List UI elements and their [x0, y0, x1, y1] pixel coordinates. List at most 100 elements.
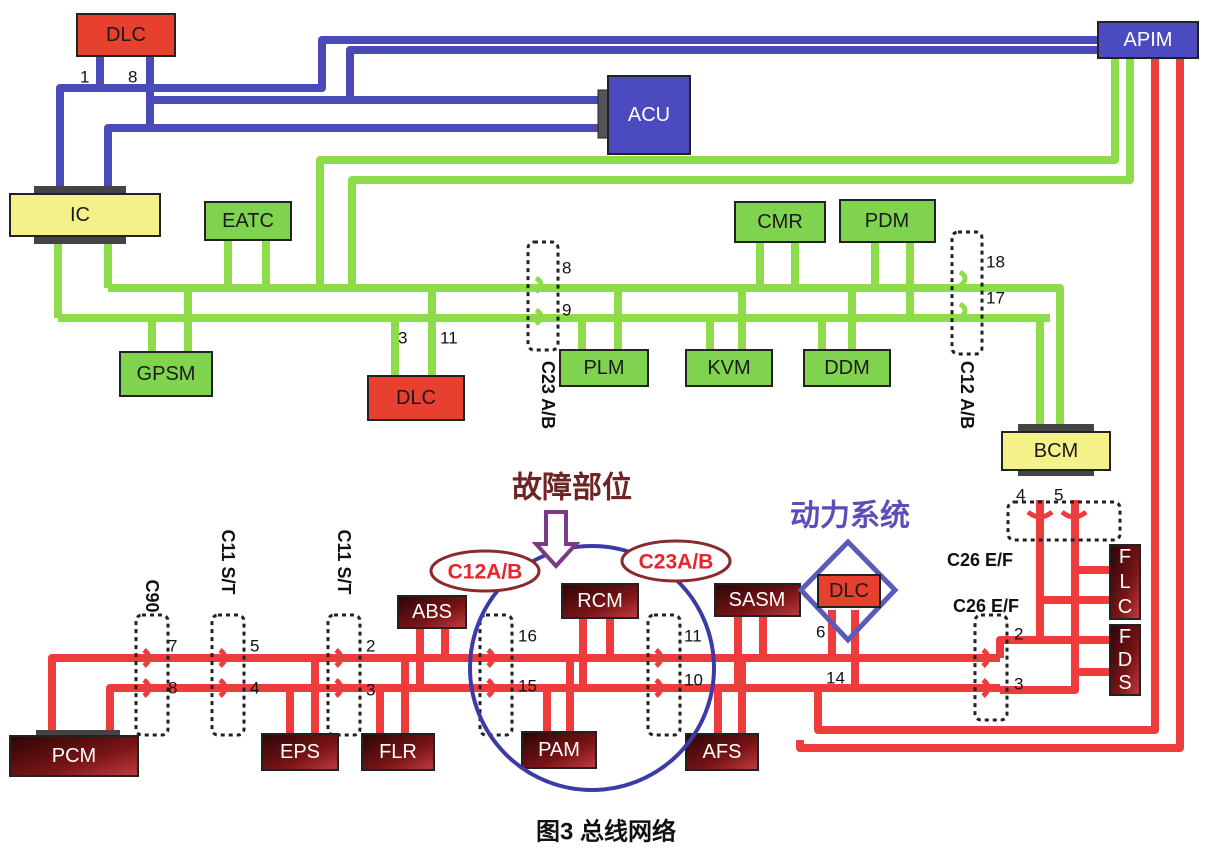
module-apim: APIM	[1097, 21, 1199, 59]
pin-c26-3: 3	[1014, 675, 1023, 694]
fault-tag-c23ab	[620, 539, 732, 583]
module-flc-label-2: C	[1118, 596, 1132, 618]
module-eps: EPS	[261, 733, 339, 771]
connector-c23ab-box	[526, 240, 560, 352]
green-bus	[54, 58, 1134, 430]
pin-c11b-3: 3	[366, 681, 375, 700]
module-flr-label: FLR	[379, 741, 417, 763]
connector-c12ab-label: C12 A/B	[957, 361, 977, 429]
connector-boxes	[134, 230, 1122, 737]
module-dlc-top-label: DLC	[106, 24, 146, 46]
pin-c11a-4: 4	[250, 679, 259, 698]
fault-circle	[468, 544, 716, 792]
module-flc-label-1: L	[1119, 571, 1130, 593]
connector-c23low-box	[646, 613, 682, 737]
module-pcm-label: PCM	[52, 745, 96, 767]
connector-c11st-a-label: C11 S/T	[218, 529, 238, 594]
pin-c12low-15: 15	[518, 677, 537, 696]
pin-numbers: 1 8 8 9 3 11 18 17 4 5 7 8 5 4 2 3 16 15…	[80, 68, 1063, 700]
pin-bcm-5: 5	[1054, 486, 1063, 505]
pin-c23-9: 9	[562, 301, 571, 320]
module-flr: FLR	[361, 733, 435, 771]
fault-tag-c23ab-label: C23A/B	[639, 551, 714, 574]
module-flc: F L C	[1109, 544, 1141, 620]
module-eps-label: EPS	[280, 741, 320, 763]
modules: DLC APIM ACU IC EATC CMR	[9, 13, 1199, 777]
module-abs: ABS	[397, 595, 467, 629]
module-cmr: CMR	[734, 201, 826, 243]
connector-c12low-box	[478, 613, 514, 737]
module-dlc-mid: DLC	[367, 375, 465, 421]
connector-c26ef-a-label: C26 E/F	[947, 550, 1013, 570]
module-pcm: PCM	[9, 730, 139, 777]
connector-c26ef-b-label: C26 E/F	[953, 596, 1019, 616]
module-fds-label-2: S	[1118, 672, 1131, 694]
connector-arcs	[142, 269, 1088, 698]
module-acu: ACU	[597, 75, 691, 155]
pin-dlc-mid-11: 11	[440, 329, 458, 348]
fault-tag-c12ab	[429, 549, 541, 593]
module-gpsm: GPSM	[119, 351, 213, 397]
module-pdm-label: PDM	[865, 210, 909, 232]
blue-bus	[56, 36, 1110, 190]
pin-c12low-16: 16	[518, 627, 537, 646]
connector-c12ab-box	[950, 230, 984, 356]
module-dlc-low: DLC	[797, 538, 899, 644]
module-plm: PLM	[559, 349, 649, 387]
pin-dlc-top-8: 8	[128, 68, 137, 87]
fault-highlight: C12A/B C23A/B 故障部位 动力系统	[429, 471, 910, 792]
module-fds-label-1: D	[1118, 649, 1132, 671]
connector-c11st-a-box	[210, 613, 246, 737]
module-cmr-label: CMR	[757, 211, 803, 233]
module-fds-label-0: F	[1119, 626, 1131, 648]
module-ddm: DDM	[803, 349, 891, 387]
figure-caption: 图3 总线网络	[536, 818, 676, 846]
module-plm-label: PLM	[583, 357, 624, 379]
connector-c26-box	[973, 613, 1009, 722]
pin-c90-7: 7	[168, 637, 177, 656]
pin-c12-18: 18	[986, 253, 1005, 272]
module-sasm: SASM	[714, 583, 801, 617]
module-dlc-low-label: DLC	[829, 580, 869, 602]
module-bcm-label: BCM	[1034, 440, 1078, 462]
connector-c11st-b-box	[326, 613, 362, 737]
module-afs: AFS	[685, 733, 759, 771]
module-rcm-label: RCM	[577, 590, 623, 612]
module-rcm: RCM	[561, 583, 639, 619]
module-abs-label: ABS	[412, 601, 452, 623]
fault-tag-c12ab-label: C12A/B	[448, 561, 523, 584]
module-dlc-mid-label: DLC	[396, 387, 436, 409]
connector-c23ab-label: C23 A/B	[538, 361, 558, 429]
module-apim-label: APIM	[1124, 29, 1173, 51]
pin-c23low-10: 10	[684, 671, 703, 690]
module-ddm-label: DDM	[824, 357, 870, 379]
connector-labels: C23 A/B C12 A/B C90 C11 S/T C11 S/T C26 …	[142, 361, 1019, 616]
module-gpsm-label: GPSM	[137, 363, 196, 385]
pin-c23-8: 8	[562, 259, 571, 278]
pin-c26-2: 2	[1014, 625, 1023, 644]
pin-c90-8: 8	[168, 679, 177, 698]
pin-dlc-mid-3: 3	[398, 329, 407, 348]
module-flc-label-0: F	[1119, 546, 1131, 568]
pin-dlc-low-6: 6	[816, 623, 825, 642]
module-eatc: EATC	[204, 201, 292, 241]
connector-c90-box	[134, 613, 170, 737]
module-kvm: KVM	[685, 349, 773, 387]
pin-dlc-top-1: 1	[80, 68, 89, 87]
pin-bcm-4: 4	[1016, 486, 1025, 505]
module-dlc-top: DLC	[76, 13, 176, 57]
module-pam: PAM	[521, 731, 597, 769]
module-fds: F D S	[1109, 624, 1141, 696]
connector-c26ef-top-box	[1006, 500, 1122, 542]
module-sasm-label: SASM	[729, 589, 786, 611]
module-afs-label: AFS	[703, 741, 742, 763]
module-pam-label: PAM	[538, 739, 580, 761]
pin-c11a-5: 5	[250, 637, 259, 656]
powertrain-label: 动力系统	[790, 499, 910, 533]
pin-c12-17: 17	[986, 289, 1005, 308]
pin-c11b-2: 2	[366, 637, 375, 656]
module-eatc-label: EATC	[222, 210, 274, 232]
fault-arrow-icon	[531, 510, 581, 569]
